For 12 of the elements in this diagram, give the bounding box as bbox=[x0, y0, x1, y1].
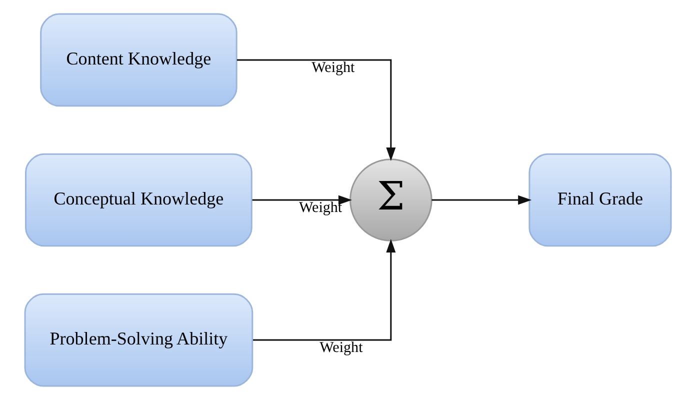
node-box: Conceptual Knowledge bbox=[25, 153, 252, 247]
node-box: Content Knowledge bbox=[40, 13, 238, 107]
edge-label: Weight bbox=[312, 60, 355, 76]
node-box: Problem-Solving Ability bbox=[24, 293, 254, 387]
node-circle: Σ bbox=[350, 158, 432, 242]
arrow bbox=[236, 59, 396, 162]
arrow bbox=[432, 195, 532, 205]
edge-label: Weight bbox=[320, 340, 363, 356]
node-box: Final Grade bbox=[528, 153, 672, 247]
arrow bbox=[252, 195, 352, 205]
edge-label: Weight bbox=[299, 200, 342, 216]
arrow bbox=[253, 238, 396, 341]
